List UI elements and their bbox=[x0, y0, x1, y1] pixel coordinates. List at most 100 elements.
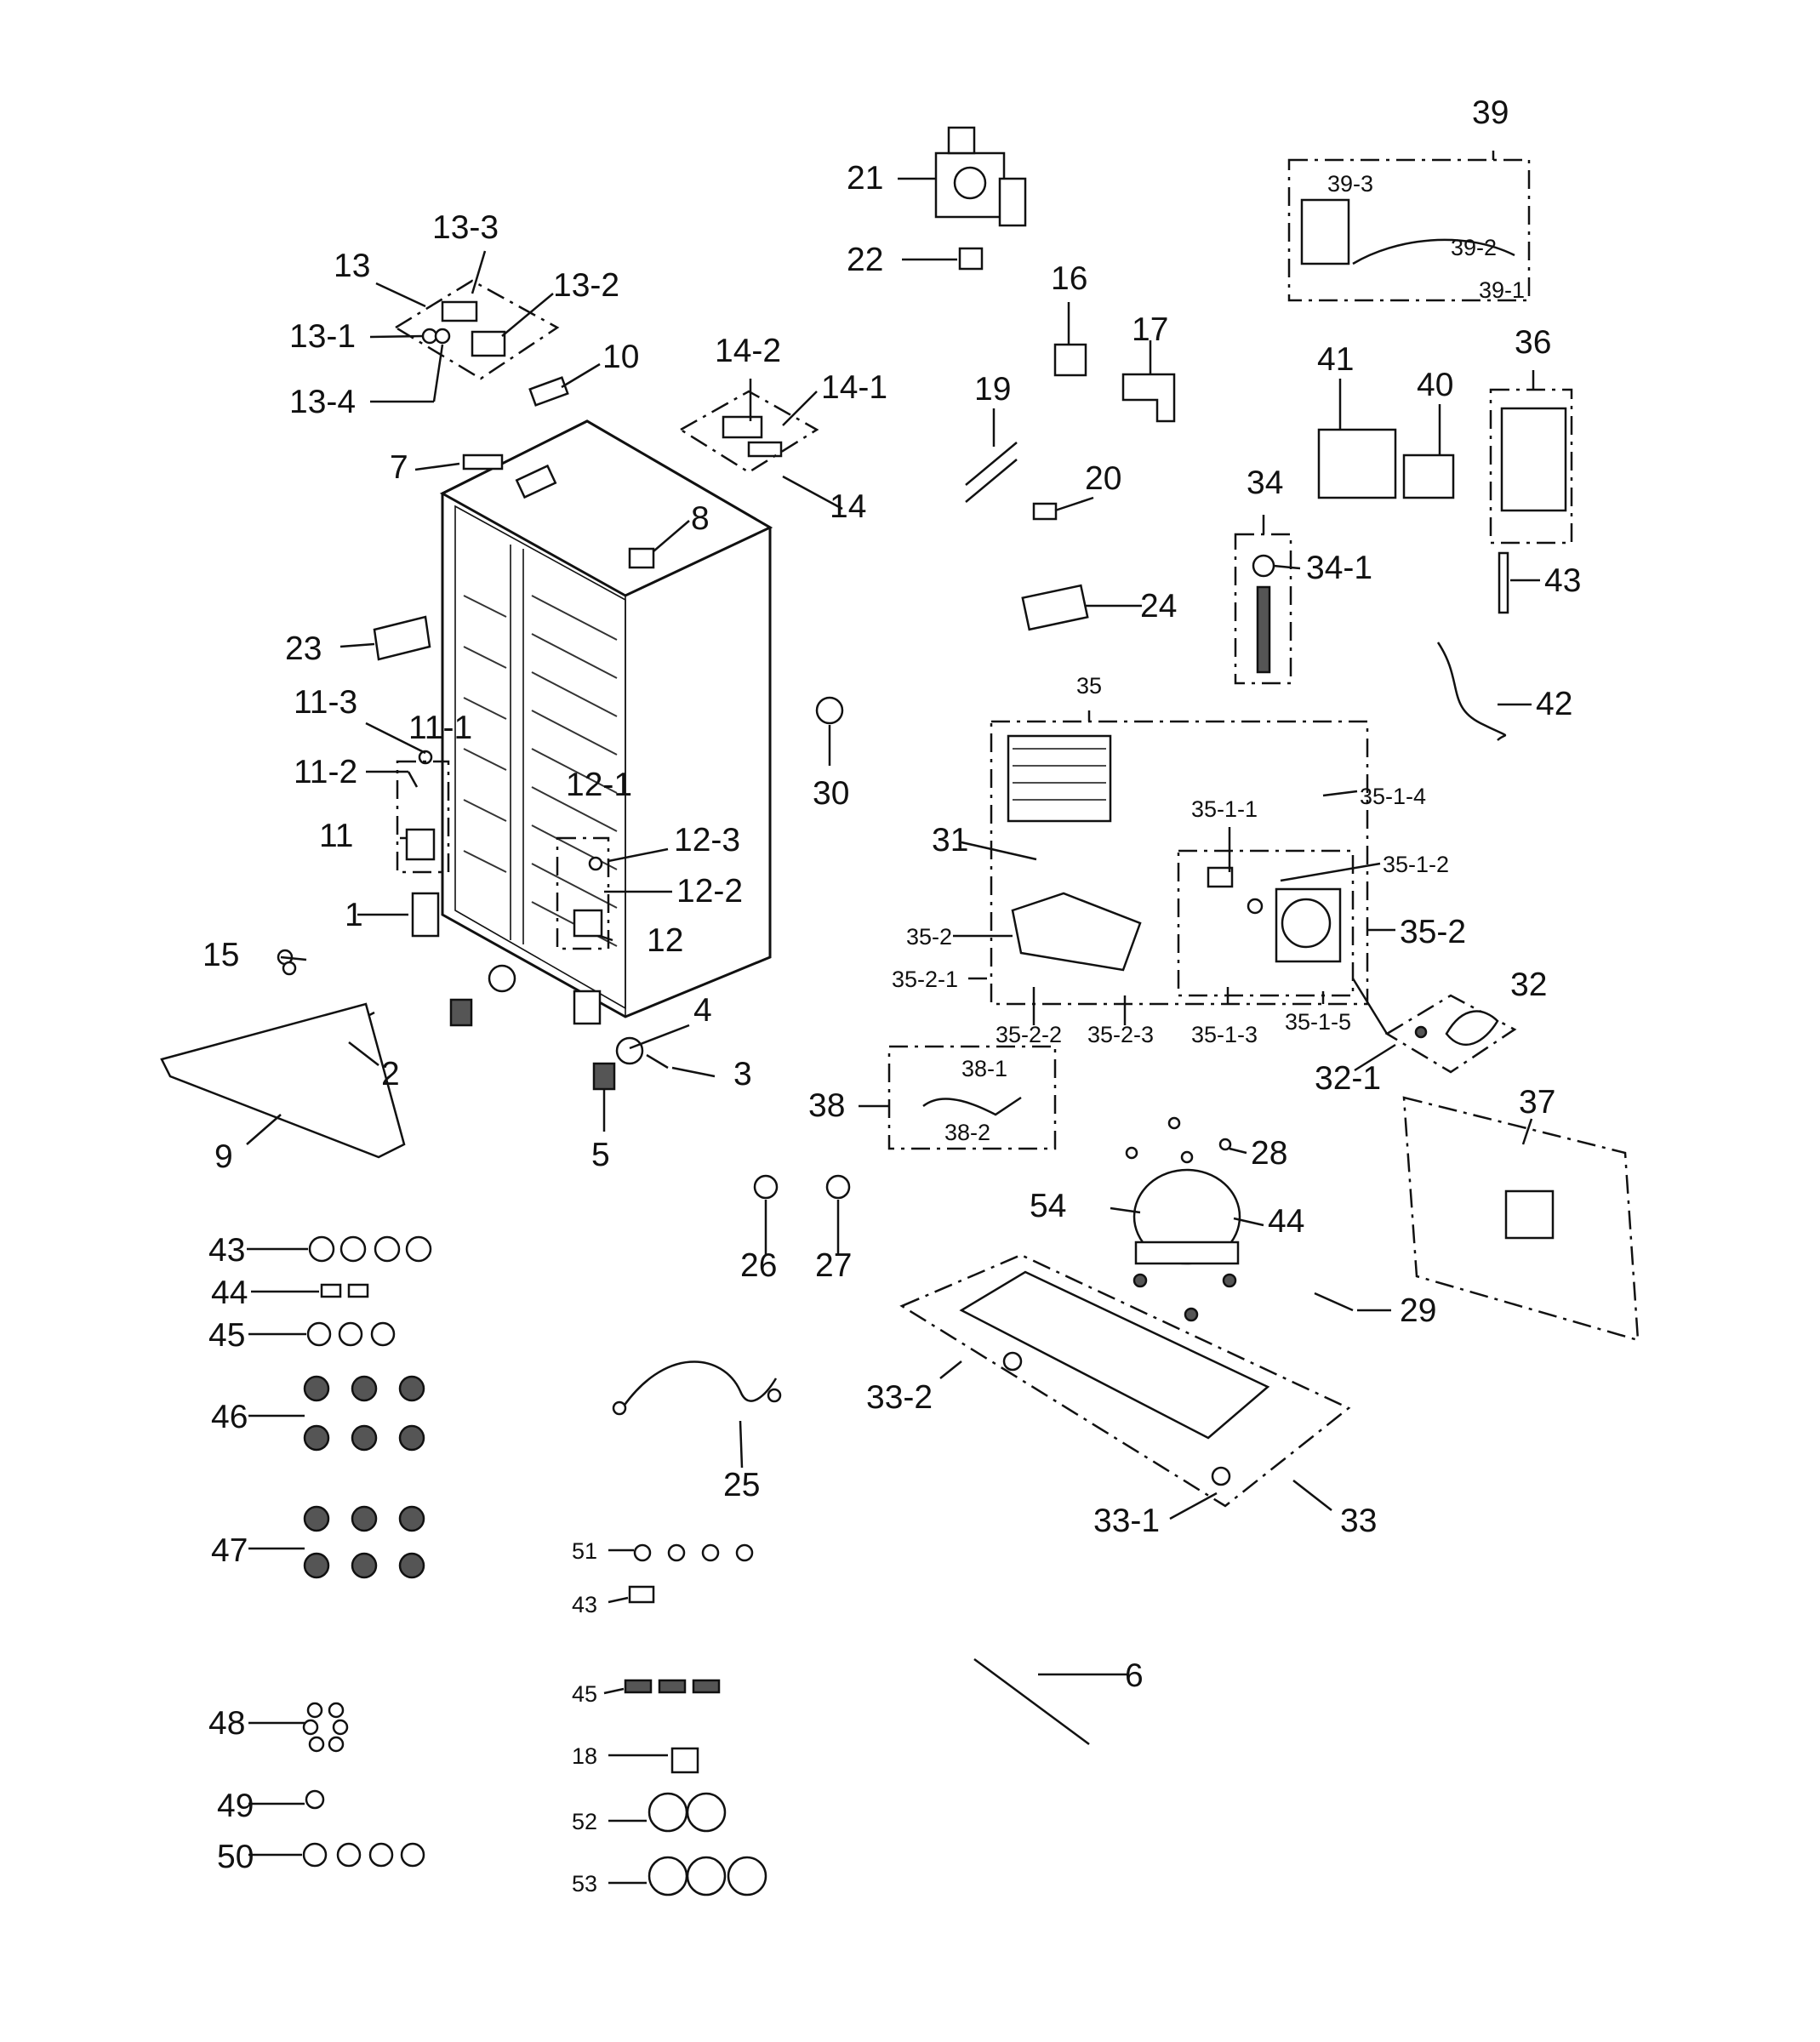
label-12-1: 12-1 bbox=[566, 767, 632, 803]
screw-group-45-mid bbox=[624, 1679, 721, 1694]
label-13-1: 13-1 bbox=[289, 318, 356, 355]
label-16: 16 bbox=[1051, 260, 1087, 297]
compressor bbox=[1133, 1168, 1241, 1322]
label-30: 30 bbox=[813, 775, 849, 812]
label-19: 19 bbox=[974, 371, 1011, 408]
label-14: 14 bbox=[830, 488, 866, 525]
label-21: 21 bbox=[847, 160, 883, 197]
label-39-2: 39-2 bbox=[1451, 235, 1497, 260]
label-29: 29 bbox=[1400, 1292, 1436, 1329]
label-43-left: 43 bbox=[208, 1232, 245, 1269]
label-3: 3 bbox=[733, 1056, 752, 1092]
label-38-2: 38-2 bbox=[944, 1120, 990, 1145]
label-35-2-1: 35-2-1 bbox=[892, 967, 958, 992]
label-35-1-5: 35-1-5 bbox=[1285, 1009, 1351, 1035]
label-11-2: 11-2 bbox=[294, 754, 357, 790]
label-24: 24 bbox=[1140, 588, 1177, 625]
label-51: 51 bbox=[572, 1538, 597, 1564]
label-32: 32 bbox=[1510, 967, 1547, 1003]
label-36: 36 bbox=[1515, 324, 1551, 361]
label-33-1: 33-1 bbox=[1093, 1503, 1160, 1539]
label-43-mid: 43 bbox=[572, 1592, 597, 1617]
screw-49 bbox=[305, 1789, 325, 1810]
part-labels: 13 13-3 13-2 13-1 13-4 10 7 8 14-2 14-1 … bbox=[203, 94, 1581, 1897]
label-39: 39 bbox=[1472, 94, 1509, 131]
label-35-1-2: 35-1-2 bbox=[1383, 852, 1449, 877]
screw-43-mid bbox=[628, 1585, 655, 1604]
label-52: 52 bbox=[572, 1809, 597, 1834]
label-1: 1 bbox=[345, 897, 363, 933]
label-17: 17 bbox=[1132, 311, 1168, 348]
label-50: 50 bbox=[217, 1839, 254, 1875]
label-34: 34 bbox=[1247, 465, 1283, 501]
label-26: 26 bbox=[740, 1247, 777, 1284]
screw-group-52 bbox=[648, 1792, 727, 1833]
label-44-right: 44 bbox=[1268, 1203, 1304, 1240]
label-35-2-right: 35-2 bbox=[1400, 914, 1466, 950]
label-44-left: 44 bbox=[211, 1275, 248, 1311]
screw-group-48 bbox=[302, 1702, 349, 1753]
label-23: 23 bbox=[285, 630, 322, 667]
label-11-3: 11-3 bbox=[294, 684, 357, 721]
leader-lines bbox=[246, 151, 1540, 1885]
screw-group-44 bbox=[320, 1283, 369, 1298]
label-39-3: 39-3 bbox=[1327, 171, 1373, 197]
label-35-2-2: 35-2-2 bbox=[996, 1022, 1062, 1047]
screw-group-53 bbox=[648, 1856, 767, 1897]
label-45-mid: 45 bbox=[572, 1681, 597, 1707]
label-15: 15 bbox=[203, 937, 239, 973]
label-46: 46 bbox=[211, 1399, 248, 1435]
label-38: 38 bbox=[808, 1087, 845, 1124]
label-10: 10 bbox=[602, 339, 639, 375]
label-35-1-3: 35-1-3 bbox=[1191, 1022, 1258, 1047]
screw-group-45 bbox=[306, 1321, 396, 1347]
label-41: 41 bbox=[1317, 341, 1354, 378]
label-11: 11 bbox=[319, 818, 354, 854]
label-43-right: 43 bbox=[1544, 562, 1581, 599]
label-37: 37 bbox=[1519, 1084, 1555, 1121]
label-39-1: 39-1 bbox=[1479, 277, 1525, 303]
screw-group-50 bbox=[302, 1842, 425, 1868]
label-28: 28 bbox=[1251, 1135, 1287, 1172]
label-35: 35 bbox=[1076, 673, 1102, 699]
label-20: 20 bbox=[1085, 460, 1121, 497]
part-shapes bbox=[160, 126, 1567, 1774]
label-33-2: 33-2 bbox=[866, 1379, 933, 1416]
label-12: 12 bbox=[647, 922, 683, 959]
screw-group-51 bbox=[633, 1543, 754, 1562]
label-35-1-4: 35-1-4 bbox=[1360, 784, 1426, 809]
label-38-1: 38-1 bbox=[961, 1056, 1007, 1081]
label-31: 31 bbox=[932, 822, 968, 858]
label-33: 33 bbox=[1340, 1503, 1377, 1539]
label-13-4: 13-4 bbox=[289, 384, 356, 420]
evaporator-assembly bbox=[990, 720, 1369, 1006]
label-13: 13 bbox=[334, 248, 370, 284]
label-2: 2 bbox=[381, 1056, 400, 1092]
label-35-2-3: 35-2-3 bbox=[1087, 1022, 1154, 1047]
screw-group-47 bbox=[303, 1505, 425, 1579]
screw-group-46 bbox=[303, 1375, 425, 1452]
label-22: 22 bbox=[847, 242, 883, 278]
label-45-left: 45 bbox=[208, 1317, 245, 1354]
screw-group-43 bbox=[308, 1235, 432, 1263]
label-27: 27 bbox=[815, 1247, 852, 1284]
label-14-2: 14-2 bbox=[715, 333, 781, 369]
cabinet-liner-ribs bbox=[463, 595, 618, 947]
label-48: 48 bbox=[208, 1705, 245, 1742]
label-7: 7 bbox=[390, 449, 408, 486]
label-12-2: 12-2 bbox=[676, 873, 743, 910]
label-11-1: 11-1 bbox=[408, 710, 472, 746]
label-49: 49 bbox=[217, 1788, 254, 1824]
label-8: 8 bbox=[691, 500, 710, 537]
label-18: 18 bbox=[572, 1743, 597, 1769]
label-32-1: 32-1 bbox=[1315, 1060, 1381, 1097]
label-25: 25 bbox=[723, 1467, 760, 1503]
label-5: 5 bbox=[591, 1137, 610, 1173]
label-40: 40 bbox=[1417, 367, 1453, 403]
label-6: 6 bbox=[1125, 1657, 1144, 1694]
label-13-2: 13-2 bbox=[553, 267, 619, 304]
label-13-3: 13-3 bbox=[432, 209, 499, 246]
label-54: 54 bbox=[1030, 1188, 1066, 1224]
label-53: 53 bbox=[572, 1871, 597, 1897]
